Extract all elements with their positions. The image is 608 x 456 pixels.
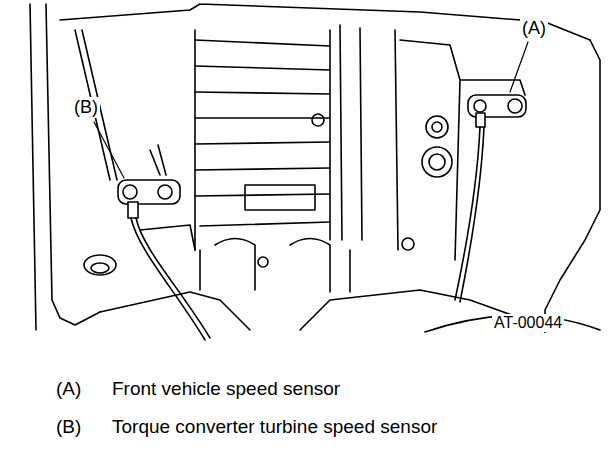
- callout-letter: (B): [72, 97, 100, 118]
- figure-code: AT-00044: [492, 314, 564, 332]
- legend-letter: (B): [54, 416, 83, 438]
- callout-letter: (A): [520, 18, 548, 39]
- legend-text: Torque converter turbine speed sensor: [110, 416, 439, 438]
- legend-text: Front vehicle speed sensor: [110, 378, 342, 400]
- legend-letter: (A): [54, 378, 83, 400]
